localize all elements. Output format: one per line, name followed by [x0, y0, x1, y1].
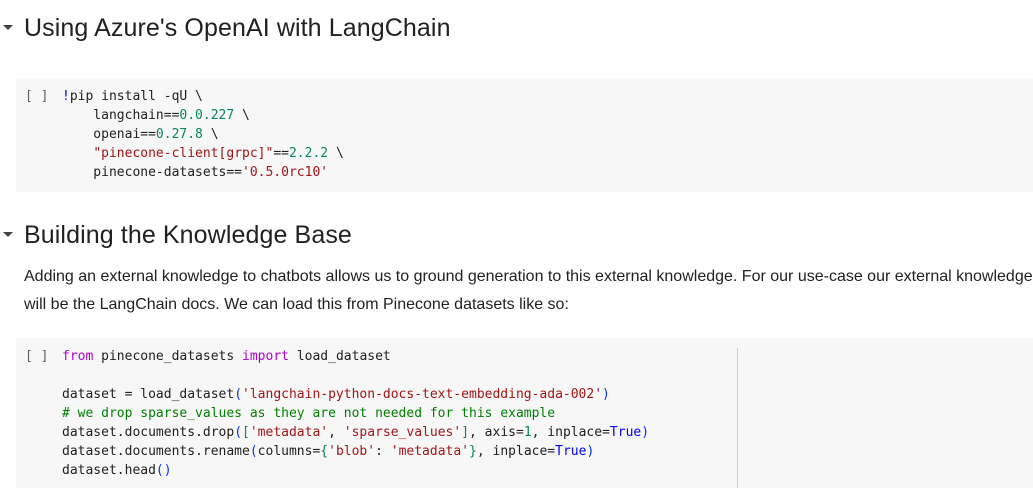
code-editor[interactable]: !pip install -qU \ langchain==0.0.227 \ …: [62, 87, 344, 182]
code-line: dataset.documents.rename(columns={'blob'…: [62, 444, 595, 459]
section-title: Building the Knowledge Base: [24, 220, 352, 249]
code-line: !pip install -qU \: [62, 89, 203, 104]
code-line: from pinecone_datasets import load_datas…: [62, 349, 391, 364]
caret-down-icon[interactable]: [0, 223, 24, 247]
editor-ruler: [737, 348, 738, 488]
code-line: dataset = load_dataset('langchain-python…: [62, 387, 610, 402]
code-line: # we drop sparse_values as they are not …: [62, 406, 556, 421]
markdown-paragraph: Adding an external knowledge to chatbots…: [24, 263, 1033, 319]
section-header-azure-openai: Using Azure's OpenAI with LangChain: [0, 12, 451, 44]
code-line: pinecone-datasets=='0.5.0rc10': [62, 165, 329, 180]
code-line: openai==0.27.8 \: [62, 127, 219, 142]
code-line: dataset.head(): [62, 463, 172, 478]
code-line: "pinecone-client[grpc]"==2.2.2 \: [93, 146, 344, 161]
section-title: Using Azure's OpenAI with LangChain: [24, 13, 451, 42]
run-cell-button[interactable]: [ ]: [25, 89, 49, 104]
code-editor[interactable]: from pinecone_datasets import load_datas…: [62, 347, 649, 480]
run-cell-button[interactable]: [ ]: [25, 349, 49, 364]
section-header-knowledge-base: Building the Knowledge Base: [0, 219, 352, 251]
code-line: ​: [62, 366, 649, 385]
code-cell-load-dataset[interactable]: [ ] from pinecone_datasets import load_d…: [16, 338, 1033, 488]
paragraph-line: Adding an external knowledge to chatbots…: [24, 268, 1033, 285]
paragraph-line: will be the LangChain docs. We can load …: [24, 296, 569, 313]
code-line: dataset.documents.drop(['metadata', 'spa…: [62, 425, 650, 440]
code-cell-pip-install[interactable]: [ ] !pip install -qU \ langchain==0.0.22…: [16, 78, 1033, 192]
caret-down-icon[interactable]: [0, 16, 24, 40]
code-line: langchain==0.0.227 \: [62, 108, 250, 123]
